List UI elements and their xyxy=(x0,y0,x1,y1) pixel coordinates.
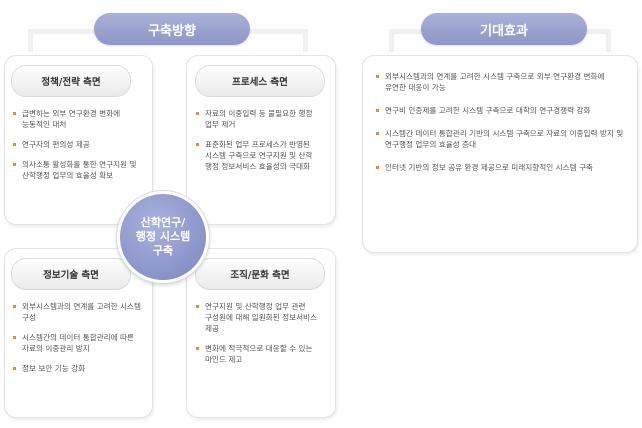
center-line-3: 구축 xyxy=(152,244,174,257)
center-line-1: 산학연구/ xyxy=(140,216,186,229)
strategy-list: 급변하는 외부 연구환경 변화에 능동적인 대처 연구자의 편의성 제공 의사소… xyxy=(13,108,146,190)
list-item: 자료의 이중입력 등 불필요한 행정 업무 제거 xyxy=(196,108,328,130)
list-item: 연구지원 및 산학행정 업무 관련 구성원에 대해 일원화된 정보서비스 제공 xyxy=(196,301,328,334)
bullet-icon xyxy=(196,305,199,308)
list-item: 의사소통 활성화를 통한 연구지원 및 산학행정 업무의 효율성 확보 xyxy=(13,159,146,181)
bullet-icon xyxy=(13,305,16,308)
bullet-icon xyxy=(376,75,379,78)
expected-effects-card xyxy=(362,55,638,253)
list-item: 인터넷 기반의 정보 공유 환경 제공으로 미래지향적인 시스템 구축 xyxy=(376,162,626,173)
list-item: 시스템간의 데이터 통합관리에 따른 자료의 이중관리 방지 xyxy=(13,332,146,354)
bullet-icon xyxy=(13,336,16,339)
list-item: 정보 보안 기능 강화 xyxy=(13,363,146,374)
bullet-icon xyxy=(376,132,379,135)
process-list: 자료의 이중입력 등 불필요한 행정 업무 제거 표준화된 업무 프로세스가 반… xyxy=(196,108,328,181)
center-line-2: 행정 시스템 xyxy=(135,230,191,243)
bullet-icon xyxy=(196,143,199,146)
bullet-icon xyxy=(376,166,379,169)
strategy-card-title: 정책/전략 측면 xyxy=(11,65,131,97)
expected-effects-title: 기대효과 xyxy=(421,13,587,45)
center-system-circle: 산학연구/ 행정 시스템 구축 xyxy=(117,191,209,283)
bullet-icon xyxy=(376,109,379,112)
list-item: 연구비 인증제를 고려한 시스템 구축으로 대학의 연구경쟁력 강화 xyxy=(376,105,626,116)
bullet-icon xyxy=(196,112,199,115)
bullet-icon xyxy=(196,347,199,350)
list-item: 표준화된 업무 프로세스가 반영된 시스템 구축으로 연구지원 및 산학 행정 … xyxy=(196,139,328,172)
construction-direction-title: 구축방향 xyxy=(94,13,250,45)
expected-effects-list: 외부시스템과의 연계를 고려한 시스템 구축으로 외부 연구환경 변화에 유연한… xyxy=(376,71,626,185)
bullet-icon xyxy=(13,143,16,146)
infotech-card-title: 정보기술 측면 xyxy=(11,258,131,290)
process-card-title: 프로세스 측면 xyxy=(195,65,325,97)
bullet-icon xyxy=(13,112,16,115)
infotech-list: 외부시스템과의 연계를 고려한 시스템 구성 시스템간의 데이터 통합관리에 따… xyxy=(13,301,146,383)
list-item: 외부시스템과의 연계를 고려한 시스템 구축으로 외부 연구환경 변화에 유연한… xyxy=(376,71,626,93)
list-item: 급변하는 외부 연구환경 변화에 능동적인 대처 xyxy=(13,108,146,130)
bullet-icon xyxy=(13,367,16,370)
list-item: 변화에 적극적으로 대응할 수 있는 마인드 제고 xyxy=(196,343,328,365)
list-item: 시스템간 데이터 통합관리 기반의 시스템 구축으로 자료의 이중입력 방지 및… xyxy=(376,128,626,150)
organization-list: 연구지원 및 산학행정 업무 관련 구성원에 대해 일원화된 정보서비스 제공 … xyxy=(196,301,328,374)
list-item: 외부시스템과의 연계를 고려한 시스템 구성 xyxy=(13,301,146,323)
bullet-icon xyxy=(13,163,16,166)
list-item: 연구자의 편의성 제공 xyxy=(13,139,146,150)
organization-card-title: 조직/문화 측면 xyxy=(195,258,325,290)
